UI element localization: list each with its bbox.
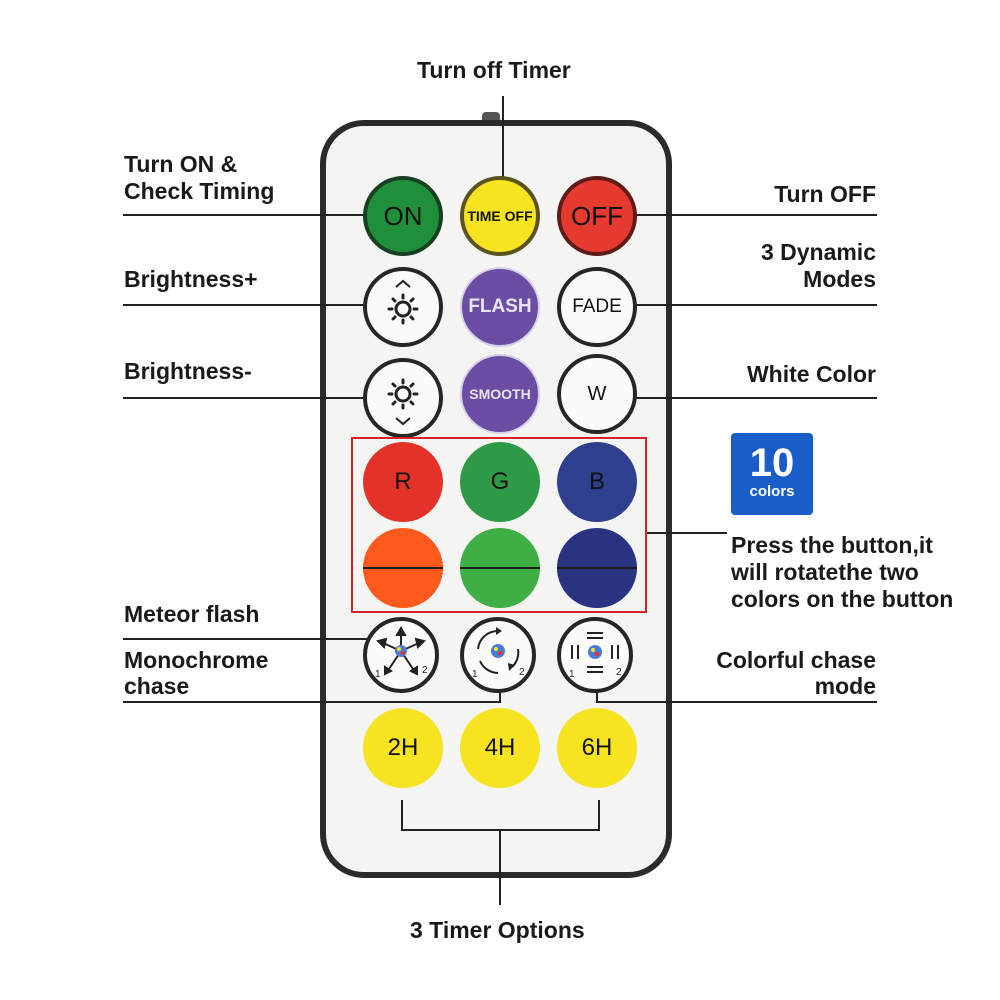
- button-split-line: [460, 567, 540, 569]
- timer-bracket-right: [598, 800, 600, 830]
- callout-line-brightness-plus: [123, 304, 383, 306]
- icon-number-two: 2: [519, 667, 525, 678]
- brightness-up-button[interactable]: [363, 267, 443, 347]
- label-turn-off: Turn OFF: [774, 181, 876, 207]
- icon-number-two: 2: [616, 667, 622, 678]
- meteor-flash-icon: 1 2: [375, 625, 428, 680]
- fade-button[interactable]: FADE: [557, 267, 637, 347]
- timer-2h-button[interactable]: 2H: [363, 708, 443, 788]
- callout-line-turn-off: [620, 214, 877, 216]
- label-turn-on-line2: Check Timing: [124, 178, 275, 204]
- on-button[interactable]: ON: [363, 176, 443, 256]
- callout-line-fade: [620, 304, 877, 306]
- label-timer-options: 3 Timer Options: [410, 917, 585, 943]
- label-white-color: White Color: [746, 361, 876, 387]
- callout-line-colorful: [597, 701, 877, 703]
- icon-number-one: 1: [569, 669, 575, 680]
- color-buttons-highlight-box: [351, 437, 647, 613]
- label-brightness-minus: Brightness-: [124, 358, 252, 384]
- icon-number-one: 1: [375, 669, 381, 680]
- label-brightness-plus: Brightness+: [124, 266, 258, 292]
- label-mono-line1: Monochrome: [124, 647, 269, 673]
- brightness-down-icon: [387, 378, 419, 426]
- remote-top-nub: [482, 112, 500, 122]
- label-dynamic-line1: 3 Dynamic: [760, 239, 876, 265]
- meteor-flash-button[interactable]: 1 2: [363, 617, 439, 693]
- white-button[interactable]: W: [557, 354, 637, 434]
- monochrome-chase-icon: 1 2: [472, 627, 525, 680]
- timer-4h-button[interactable]: 4H: [460, 708, 540, 788]
- monochrome-chase-button[interactable]: 1 2: [460, 617, 536, 693]
- button-split-line: [363, 567, 443, 569]
- label-turn-on-line1: Turn ON &: [124, 151, 238, 177]
- callout-line-turn-on: [123, 214, 383, 216]
- label-meteor-flash: Meteor flash: [124, 601, 260, 627]
- callout-line-colorful-stub: [596, 685, 598, 703]
- time-off-button[interactable]: TIME OFF: [460, 176, 540, 256]
- timer-6h-button[interactable]: 6H: [557, 708, 637, 788]
- badge-text: colors: [749, 483, 795, 500]
- dark-blue-rotate-button[interactable]: [557, 528, 637, 608]
- callout-line-white: [620, 397, 877, 399]
- label-dynamic-line2: Modes: [803, 266, 876, 292]
- icon-number-one: 1: [472, 669, 478, 680]
- callout-line-mono: [123, 701, 500, 703]
- label-press-line3: colors on the button: [731, 586, 954, 612]
- timer-bracket-stem: [499, 829, 501, 905]
- smooth-button[interactable]: SMOOTH: [460, 354, 540, 434]
- red-button[interactable]: R: [363, 442, 443, 522]
- blue-button[interactable]: B: [557, 442, 637, 522]
- label-colorful-line1: Colorful chase: [716, 647, 876, 673]
- light-green-rotate-button[interactable]: [460, 528, 540, 608]
- off-button[interactable]: OFF: [557, 176, 637, 256]
- colorful-chase-button[interactable]: 1 2: [557, 617, 633, 693]
- label-press-line1: Press the button,it: [731, 532, 933, 558]
- label-turn-off-timer: Turn off Timer: [417, 57, 571, 83]
- icon-number-two: 2: [422, 665, 428, 676]
- orange-rotate-button[interactable]: [363, 528, 443, 608]
- button-split-line: [557, 567, 637, 569]
- label-press-line2: will rotatethe two: [731, 559, 919, 585]
- label-mono-line2: chase: [124, 673, 190, 699]
- brightness-down-button[interactable]: [363, 358, 443, 438]
- green-button[interactable]: G: [460, 442, 540, 522]
- flash-button[interactable]: FLASH: [460, 267, 540, 347]
- callout-line-meteor: [123, 638, 383, 640]
- label-colorful-line2: mode: [814, 673, 876, 699]
- colorful-chase-icon: 1 2: [569, 632, 622, 680]
- brightness-up-icon: [387, 279, 419, 325]
- callout-line-timer: [502, 96, 504, 192]
- callout-line-mono-stub: [499, 685, 501, 703]
- badge-number: 10: [749, 441, 795, 485]
- ten-colors-badge: 10 colors: [731, 433, 813, 515]
- callout-line-rotate: [647, 532, 727, 534]
- timer-bracket-left: [401, 800, 403, 830]
- callout-line-brightness-minus: [123, 397, 383, 399]
